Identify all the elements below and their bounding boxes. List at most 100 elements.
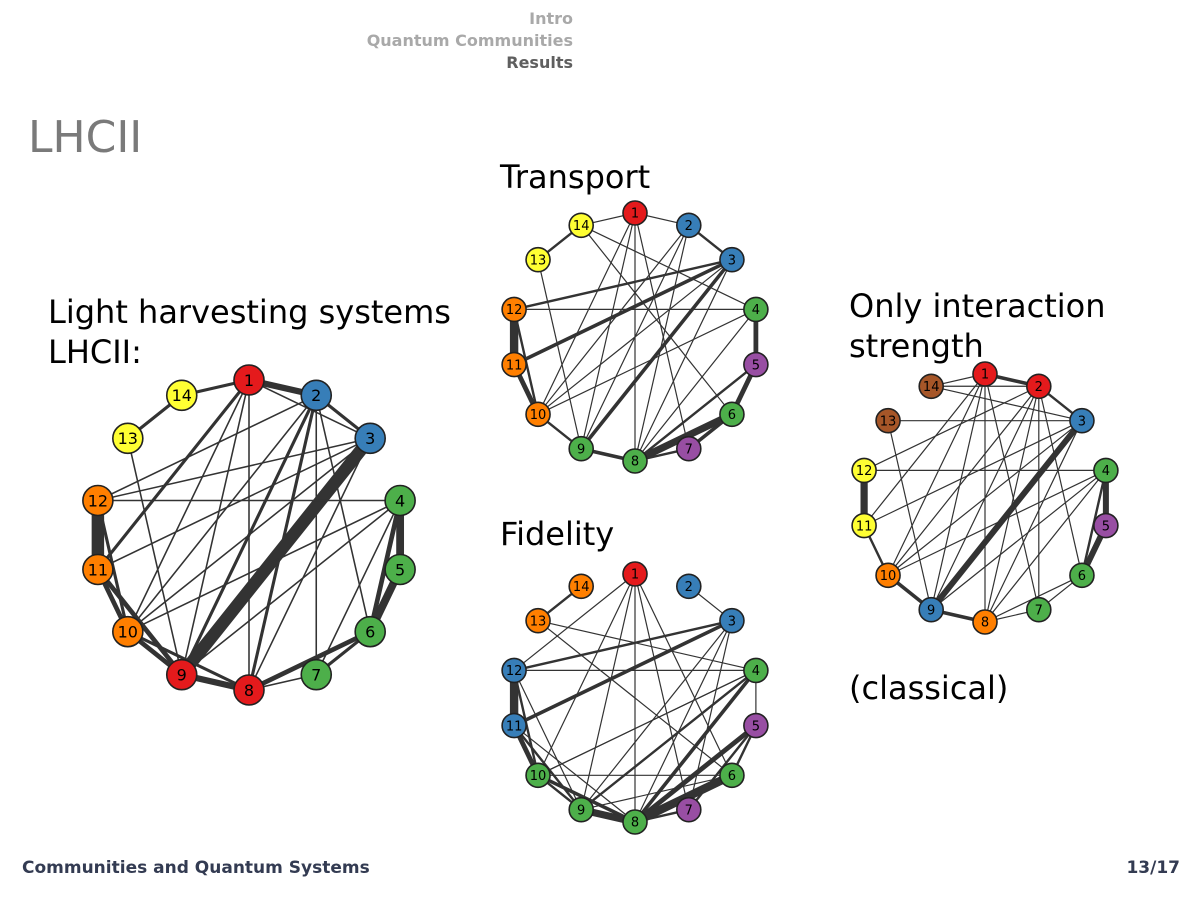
transport-node-14: 14 xyxy=(568,212,594,239)
lhcii-edge-4-9 xyxy=(180,499,401,676)
classical-node-1: 1 xyxy=(972,361,998,387)
classical-edge-1-9 xyxy=(930,373,986,611)
fidelity-node-label: 5 xyxy=(752,719,760,734)
transport-node-label: 3 xyxy=(728,253,736,268)
lhcii-node-7: 7 xyxy=(300,658,333,691)
fidelity-node-label: 13 xyxy=(530,614,547,629)
classical-node-label: 5 xyxy=(1102,519,1110,534)
fidelity-node-label: 9 xyxy=(577,803,585,818)
lhcii-edge-1-10 xyxy=(127,379,250,633)
lhcii-node-5: 5 xyxy=(384,553,416,586)
classical-node-12: 12 xyxy=(851,457,877,484)
classical-node-11: 11 xyxy=(851,512,877,539)
transport-node-3: 3 xyxy=(719,246,745,273)
lhcii-edge-2-12 xyxy=(97,394,318,502)
transport-node-label: 11 xyxy=(506,358,523,373)
transport-node-label: 6 xyxy=(728,408,736,423)
transport-node-label: 12 xyxy=(506,303,523,318)
transport-node-5: 5 xyxy=(743,351,769,378)
classical-node-circle xyxy=(1069,562,1095,589)
lhcii-node-label: 9 xyxy=(177,665,187,684)
classical-edge-1-7 xyxy=(984,373,1040,611)
fidelity-node-8: 8 xyxy=(622,809,648,835)
transport-node-label: 2 xyxy=(685,219,693,234)
transport-node-11: 11 xyxy=(501,351,527,378)
lhcii-edge-3-10 xyxy=(127,437,371,633)
fidelity-node-circle xyxy=(568,796,594,823)
transport-node-label: 5 xyxy=(752,358,760,373)
lhcii-node-label: 5 xyxy=(395,560,405,579)
lhcii-node-label: 2 xyxy=(311,386,321,405)
lhcii-node-6: 6 xyxy=(354,615,386,648)
section-navigation: Intro Quantum Communities Results xyxy=(367,8,573,74)
fidelity-edge-13-6 xyxy=(537,620,733,776)
classical-node-2: 2 xyxy=(1026,373,1052,400)
transport-node-label: 13 xyxy=(530,253,547,268)
lhcii-node-2: 2 xyxy=(300,379,333,412)
fidelity-edge-1-7 xyxy=(634,573,690,811)
classical-edge-13-9 xyxy=(887,420,932,611)
lhcii-node-circle xyxy=(165,658,198,691)
lhcii-node-circle xyxy=(233,364,265,396)
classical-node-circle xyxy=(1093,457,1119,484)
classical-node-13: 13 xyxy=(875,407,901,434)
fidelity-edge-11-8 xyxy=(513,724,636,823)
transport-node-circle xyxy=(676,212,702,239)
lhcii-edge-3-11 xyxy=(97,437,371,571)
fidelity-edge-13-4 xyxy=(537,620,757,672)
fidelity-node-9: 9 xyxy=(568,796,594,823)
classical-edge-2-10 xyxy=(887,385,1040,576)
classical-node-circle xyxy=(875,407,901,434)
lhcii-node-8: 8 xyxy=(233,674,265,706)
transport-edge-1-7 xyxy=(634,212,690,450)
fidelity-node-4: 4 xyxy=(743,657,769,684)
classical-node-circle xyxy=(875,562,901,589)
classical-note: (classical) xyxy=(849,669,1009,707)
transport-edge-13-9 xyxy=(537,259,582,450)
transport-edge-3-11 xyxy=(512,257,734,367)
classical-node-3: 3 xyxy=(1069,407,1095,434)
fidelity-node-label: 8 xyxy=(631,816,639,831)
classical-node-10: 10 xyxy=(875,562,901,589)
transport-node-circle xyxy=(622,200,648,226)
classical-edge-14-3 xyxy=(930,385,1083,422)
nav-item-results[interactable]: Results xyxy=(506,53,573,72)
classical-node-label: 14 xyxy=(923,380,940,395)
frame-title: LHCII xyxy=(28,112,143,163)
lhcii-edge-3-9 xyxy=(175,432,377,681)
fidelity-node-circle xyxy=(719,762,745,789)
fidelity-node-1: 1 xyxy=(622,561,648,587)
lhcii-node-14: 14 xyxy=(165,379,198,412)
fidelity-node-12: 12 xyxy=(501,657,527,684)
left-description-line2: LHCII: xyxy=(48,333,142,371)
fidelity-node-circle xyxy=(501,712,527,739)
transport-edge-3-12 xyxy=(512,258,734,311)
right-description: Only interaction strength xyxy=(849,286,1106,366)
classical-node-label: 13 xyxy=(880,414,897,429)
lhcii-edge-3-8 xyxy=(248,437,371,691)
lhcii-node-circle xyxy=(112,615,144,648)
classical-node-circle xyxy=(972,609,998,635)
transport-edge-4-8 xyxy=(634,308,757,462)
lhcii-node-circle xyxy=(165,379,198,412)
transport-edge-2-8 xyxy=(634,224,690,462)
transport-edge-1-10 xyxy=(537,212,636,415)
fidelity-node-7: 7 xyxy=(676,796,702,823)
classical-node-label: 9 xyxy=(927,603,935,618)
classical-node-9: 9 xyxy=(918,596,944,623)
classical-node-8: 8 xyxy=(972,609,998,635)
fidelity-edge-3-11 xyxy=(512,618,734,728)
transport-edge-14-6 xyxy=(580,224,733,415)
nav-item-quantum-communities[interactable]: Quantum Communities xyxy=(366,31,573,50)
classical-edge-1-10 xyxy=(887,373,986,576)
transport-node-label: 9 xyxy=(577,442,585,457)
classical-node-7: 7 xyxy=(1026,596,1052,623)
lhcii-edge-2-10 xyxy=(127,394,318,633)
lhcii-edge-13-9 xyxy=(127,437,183,676)
fidelity-edge-3-7 xyxy=(688,620,733,811)
lhcii-node-10: 10 xyxy=(112,615,144,648)
fidelity-node-10: 10 xyxy=(525,762,551,789)
nav-item-intro[interactable]: Intro xyxy=(529,9,573,28)
classical-edge-3-9 xyxy=(928,417,1085,613)
